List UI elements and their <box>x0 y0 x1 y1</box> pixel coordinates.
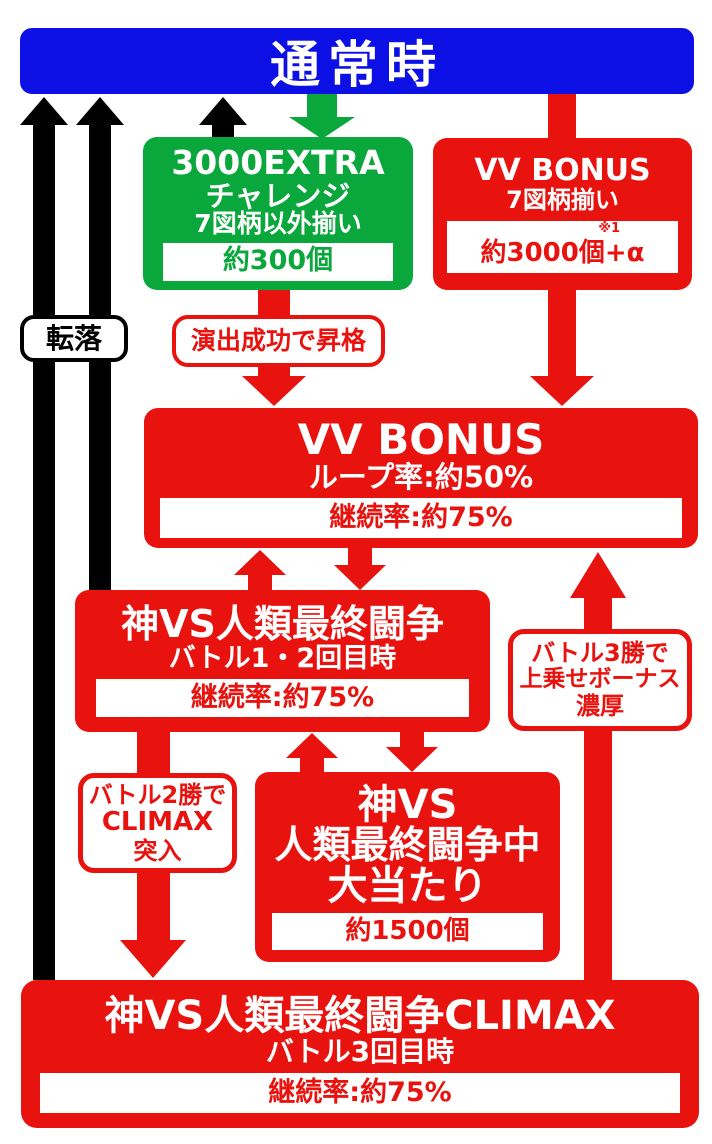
jackpot-payout-strip: 約1500個 <box>272 913 543 951</box>
vv-top-title: VV BONUS <box>474 152 651 188</box>
banner-title: 通常時 <box>270 36 444 94</box>
battle3-line1: バトル3勝で <box>531 639 669 668</box>
down-arrowhead-icon <box>120 940 186 978</box>
jackpot-payout: 約1500個 <box>345 916 470 947</box>
down-arrowhead-icon <box>242 376 306 406</box>
down-arrowhead-icon <box>386 747 438 772</box>
battle2-line3: 突入 <box>133 836 182 865</box>
fall-label-text: 転落 <box>45 321 102 355</box>
down-arrowhead-icon <box>289 117 355 139</box>
vv-top-payout: 約3000個+α <box>480 237 645 268</box>
battle-box: 神VS人類最終闘争 バトル1・2回目時 継続率:約75% <box>75 590 490 732</box>
fall-label: 転落 <box>20 315 128 362</box>
jackpot-line1: 神VS <box>357 781 458 828</box>
extra-box-condition: 7図柄以外揃い <box>194 209 362 239</box>
normal-state-banner: 通常時 <box>20 28 694 94</box>
vv-mid-rate-strip: 継続率:約75% <box>160 498 682 539</box>
vv-bonus-top-box: VV BONUS 7図柄揃い ※1 約3000個+α <box>433 138 692 290</box>
up-arrowhead-icon <box>20 97 68 125</box>
climax-rate: 継続率:約75% <box>268 1076 452 1108</box>
jackpot-line2: 人類最終闘争中 <box>274 822 541 867</box>
climax-title: 神VS人類最終闘争CLIMAX <box>104 993 616 1040</box>
vv-top-payout-strip: ※1 約3000個+α <box>447 221 678 274</box>
climax-box: 神VS人類最終闘争CLIMAX バトル3回目時 継続率:約75% <box>21 980 699 1128</box>
extra-box-payout-strip: 約300個 <box>163 242 393 281</box>
vv-top-note: ※1 <box>598 221 620 237</box>
promotion-label: 演出成功で昇格 <box>172 315 385 367</box>
vv-top-subtitle: 7図柄揃い <box>506 186 619 215</box>
vv-mid-title: VV BONUS <box>297 414 545 464</box>
vv-mid-loop-rate: ループ率:約50% <box>308 459 534 494</box>
climax-subtitle: バトル3回目時 <box>265 1035 455 1069</box>
jackpot-line3: 大当たり <box>327 863 488 910</box>
down-arrowhead-icon <box>530 376 594 406</box>
battle2-label: バトル2勝で CLIMAX 突入 <box>78 773 237 873</box>
jackpot-box: 神VS 人類最終闘争中 大当たり 約1500個 <box>255 772 560 962</box>
battle-box-subtitle: バトル1・2回目時 <box>168 642 397 674</box>
battle3-line3: 濃厚 <box>576 691 624 720</box>
vv-mid-rate: 継続率:約75% <box>329 502 513 534</box>
vv-bonus-mid-box: VV BONUS ループ率:約50% 継続率:約75% <box>144 408 698 548</box>
up-arrowhead-icon <box>234 550 286 575</box>
battle3-line2: 上乗せボーナス <box>519 666 681 693</box>
climax-rate-strip: 継続率:約75% <box>40 1072 680 1113</box>
battle3-label: バトル3勝で 上乗せボーナス 濃厚 <box>508 629 692 731</box>
up-arrowhead-icon <box>286 733 338 758</box>
battle2-line1: バトル2勝で <box>88 780 227 809</box>
up-arrowhead-icon <box>570 552 626 598</box>
extra-box-subtitle: チャレンジ <box>205 178 351 213</box>
battle-box-rate-strip: 継続率:約75% <box>96 679 469 718</box>
promotion-label-text: 演出成功で昇格 <box>190 326 366 355</box>
up-arrowhead-icon <box>76 97 124 125</box>
down-arrowhead-icon <box>334 565 386 590</box>
battle-box-title: 神VS人類最終闘争 <box>121 601 444 646</box>
extra-box-payout: 約300個 <box>222 245 334 277</box>
up-arrowhead-icon <box>199 97 247 125</box>
extra-box-title: 3000EXTRA <box>171 143 385 183</box>
battle-box-rate: 継続率:約75% <box>190 681 375 713</box>
normal-to-vvbonus-pipe <box>548 94 576 140</box>
extra-challenge-box: 3000EXTRA チャレンジ 7図柄以外揃い 約300個 <box>143 137 413 290</box>
battle2-line2: CLIMAX <box>101 807 214 838</box>
